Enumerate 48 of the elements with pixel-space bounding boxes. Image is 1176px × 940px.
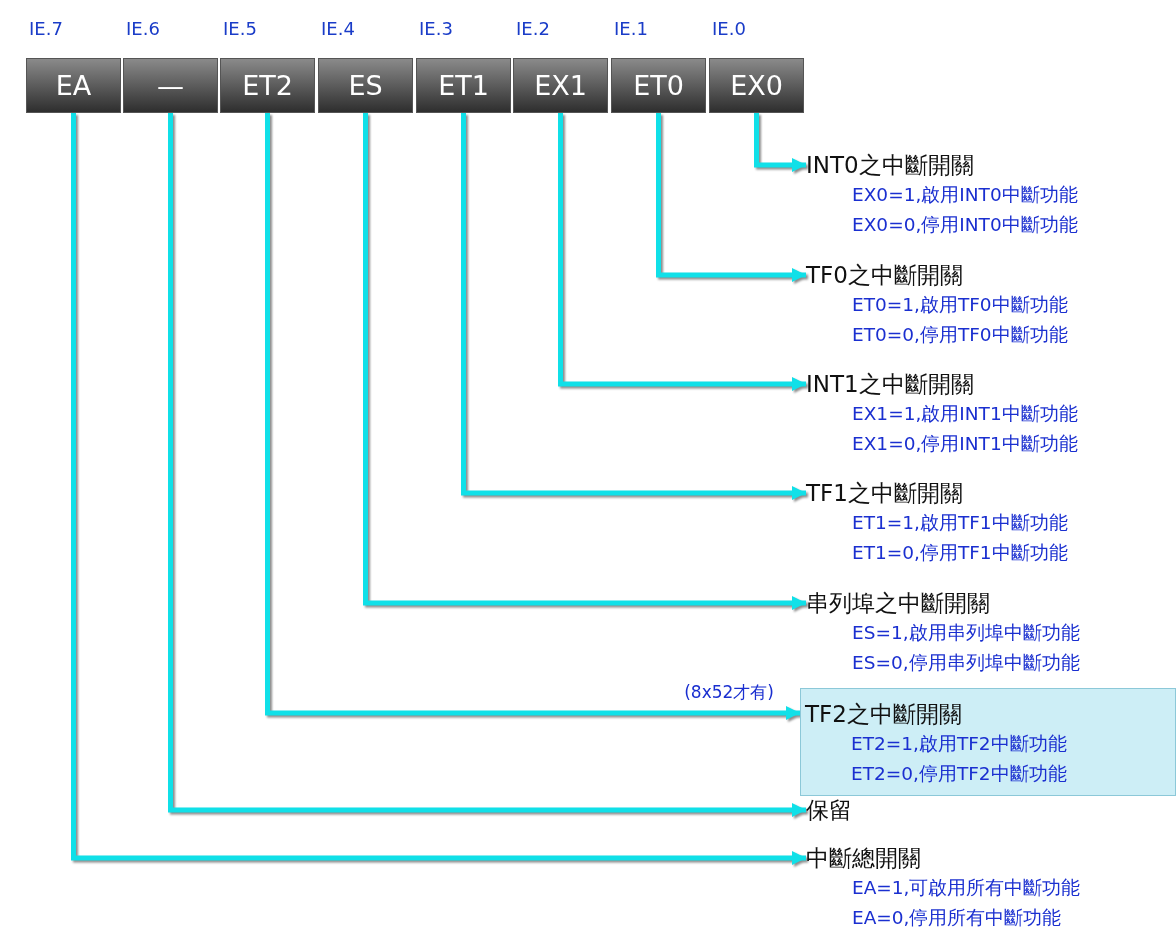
register-bit: ET0 [611, 58, 706, 113]
register-bit: ET1 [416, 58, 511, 113]
arrow [71, 113, 806, 865]
arrow [168, 113, 806, 817]
heading-text: 保留 [806, 796, 852, 825]
heading-text: TF1之中斷開關 [806, 479, 963, 508]
register-bit: ET2 [220, 58, 315, 113]
arrow [265, 113, 800, 720]
register-bit: — [123, 58, 218, 113]
description-text: EX1=0,停用INT1中斷功能 [852, 432, 1078, 456]
description-text: ES=0,停用串列埠中斷功能 [852, 651, 1080, 675]
description-text: ET2=1,啟用TF2中斷功能 [851, 732, 1067, 756]
description-text: ET0=0,停用TF0中斷功能 [852, 323, 1068, 347]
heading-text: INT0之中斷開關 [806, 151, 974, 180]
heading-text: TF2之中斷開關 [805, 700, 962, 729]
heading-text: 中斷總開關 [806, 844, 921, 873]
description-text: ET1=0,停用TF1中斷功能 [852, 541, 1068, 565]
description-text: ET2=0,停用TF2中斷功能 [851, 762, 1067, 786]
bit-address-label: IE.1 [614, 18, 648, 40]
bit-address-label: IE.6 [126, 18, 160, 40]
highlight-panel [800, 688, 1176, 796]
description-text: EA=1,可啟用所有中斷功能 [852, 876, 1081, 900]
arrow [656, 113, 806, 282]
description-text: EA=0,停用所有中斷功能 [852, 906, 1062, 930]
arrow [558, 113, 806, 391]
description-text: ET0=1,啟用TF0中斷功能 [852, 293, 1068, 317]
description-text: EX0=0,停用INT0中斷功能 [852, 213, 1078, 237]
register-bit: EX1 [513, 58, 608, 113]
bit-address-label: IE.7 [29, 18, 63, 40]
bit-address-label: IE.4 [321, 18, 355, 40]
arrow [461, 113, 806, 500]
description-text: EX0=1,啟用INT0中斷功能 [852, 183, 1078, 207]
register-bit: EX0 [709, 58, 804, 113]
heading-text: INT1之中斷開關 [806, 370, 974, 399]
bit-address-label: IE.3 [419, 18, 453, 40]
register-bit: EA [26, 58, 121, 113]
arrow [754, 113, 806, 172]
bit-address-label: IE.0 [712, 18, 746, 40]
bit-address-label: IE.5 [223, 18, 257, 40]
register-bit: ES [318, 58, 413, 113]
arrow [363, 113, 806, 610]
note-text: (8x52才有) [684, 681, 774, 704]
description-text: ES=1,啟用串列埠中斷功能 [852, 621, 1080, 645]
heading-text: TF0之中斷開關 [806, 261, 963, 290]
bit-address-label: IE.2 [516, 18, 550, 40]
description-text: EX1=1,啟用INT1中斷功能 [852, 402, 1078, 426]
heading-text: 串列埠之中斷開關 [806, 589, 990, 618]
description-text: ET1=1,啟用TF1中斷功能 [852, 511, 1068, 535]
